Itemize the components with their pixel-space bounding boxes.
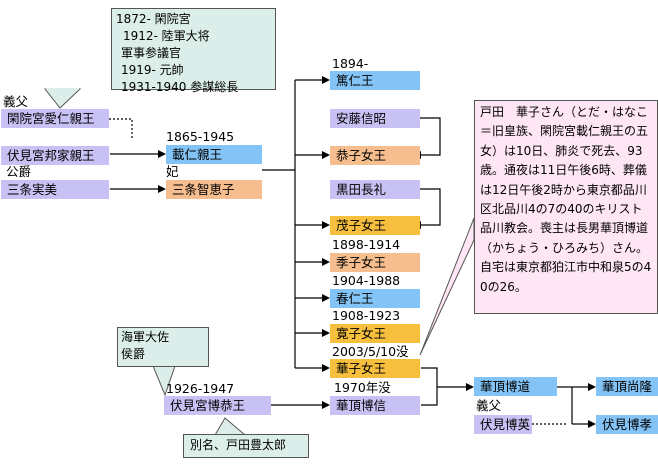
years-haruhito: 1904-1988 — [332, 273, 401, 288]
note-line: 軍事参議官 — [121, 46, 182, 60]
obituary-note: 戸田 華子さん（とだ・はなこ＝旧皇族、閑院宮載仁親王の五女）は10日、肺炎で死去… — [474, 100, 658, 314]
person-ando-nobuaki: 安藤信昭 — [330, 109, 420, 128]
note-line: 1919- 元帥 — [121, 63, 184, 77]
years-sueko: 1898-1914 — [332, 237, 401, 252]
person-fushimi-hirohide: 伏見博英 — [474, 415, 532, 434]
marriage-bracket-hanako — [421, 367, 438, 406]
person-kacho-hiromichi: 華頂博道 — [474, 377, 557, 396]
kanin-career-note: 1872- 閑院宮 1912- 陸軍大将 軍事参議官 1919- 元帥 1931… — [111, 8, 276, 94]
death-hirotada: 1970年没 — [334, 380, 391, 395]
marriage-bracket-shigeko — [419, 188, 441, 226]
note-line: 1912- 陸軍大将 — [123, 29, 210, 43]
person-hanako: 華子女王 — [330, 359, 420, 378]
marriage-bracket-kyoko — [419, 117, 441, 156]
person-shigeko: 茂子女王 — [330, 216, 420, 235]
gifu-label-2: 義父 — [476, 398, 502, 413]
navy-rank-note: 海軍大佐 侯爵 — [117, 327, 209, 367]
note-line: 海軍大佐 — [121, 330, 170, 344]
person-atsuhito: 篤仁王 — [330, 71, 420, 90]
adoption-dotted-line — [109, 118, 133, 140]
gifu-label: 義父 — [3, 94, 29, 109]
note-line: 1931-1940 参謀総長 — [121, 80, 239, 94]
person-fushimi-hirotaka: 伏見博孝 — [596, 415, 658, 434]
person-sanjo-sanetomi: 三条実美 — [1, 180, 109, 199]
years-naruhito: 1865-1945 — [166, 129, 235, 144]
person-fushimi-hiroyasu: 伏見宮博恭王 — [164, 396, 271, 415]
person-kacho-hirotada: 華頂博信 — [330, 396, 420, 415]
person-kuroda-nagamichi: 黒田長礼 — [330, 180, 420, 199]
person-kanin-naruhito: 載仁親王 — [166, 145, 262, 164]
person-fushimi-kuniie: 伏見宮邦家親王 — [1, 146, 109, 165]
person-kyoko: 恭子女王 — [330, 146, 420, 165]
title-koshaku: 公爵 — [6, 164, 32, 179]
death-hanako: 2003/5/10没 — [332, 344, 409, 359]
person-hiroko: 寛子女王 — [330, 324, 420, 343]
person-sueko: 季子女王 — [330, 253, 420, 272]
note-line: 1872- 閑院宮 — [116, 12, 191, 26]
years-hiroyoshi: 1926-1947 — [166, 381, 235, 396]
person-kacho-naotaka: 華頂尚隆 — [596, 377, 658, 396]
person-kanin-kotohito: 閑院宮愛仁親王 — [1, 109, 109, 128]
note-line: 侯爵 — [121, 347, 146, 361]
alias-note: 別名、戸田豊太郎 — [183, 434, 309, 458]
obituary-text: 戸田 華子さん（とだ・はなこ＝旧皇族、閑院宮載仁親王の五女）は10日、肺炎で死去… — [480, 105, 652, 294]
person-sanjo-chieko: 三条智恵子 — [166, 180, 262, 199]
note-line: 別名、戸田豊太郎 — [190, 438, 287, 452]
consort-label: 妃 — [166, 164, 179, 179]
years-hiroko: 1908-1923 — [332, 308, 401, 323]
year-atsuhito: 1894- — [332, 56, 369, 71]
person-haruhito: 春仁王 — [330, 289, 420, 308]
